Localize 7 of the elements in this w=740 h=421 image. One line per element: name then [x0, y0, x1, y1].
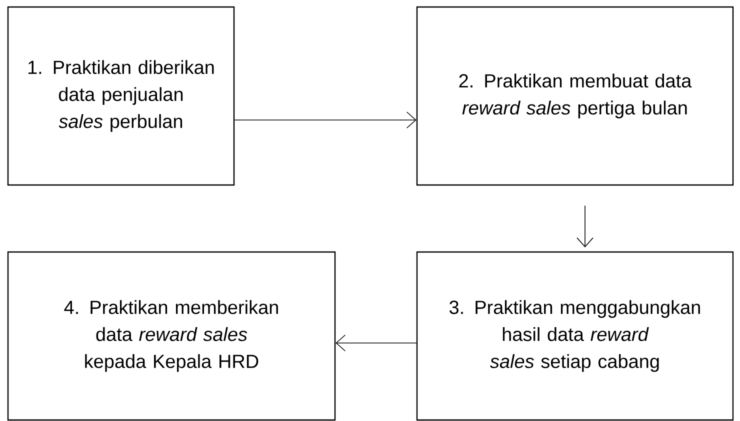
arrow	[576, 205, 594, 248]
arrow	[234, 112, 416, 128]
process-box: 1. Praktikan diberikan data penjualan sales perbulan	[7, 6, 235, 186]
process-box: 4. Praktikan memberikan data reward sales kepada Kepala HRD	[7, 251, 336, 421]
process-box: 2. Praktikan membuat data reward sales pertiga bulan	[416, 6, 734, 186]
process-box: 3. Praktikan menggabungkan hasil data reward sales setiap cabang	[416, 251, 734, 421]
arrow	[336, 334, 417, 352]
